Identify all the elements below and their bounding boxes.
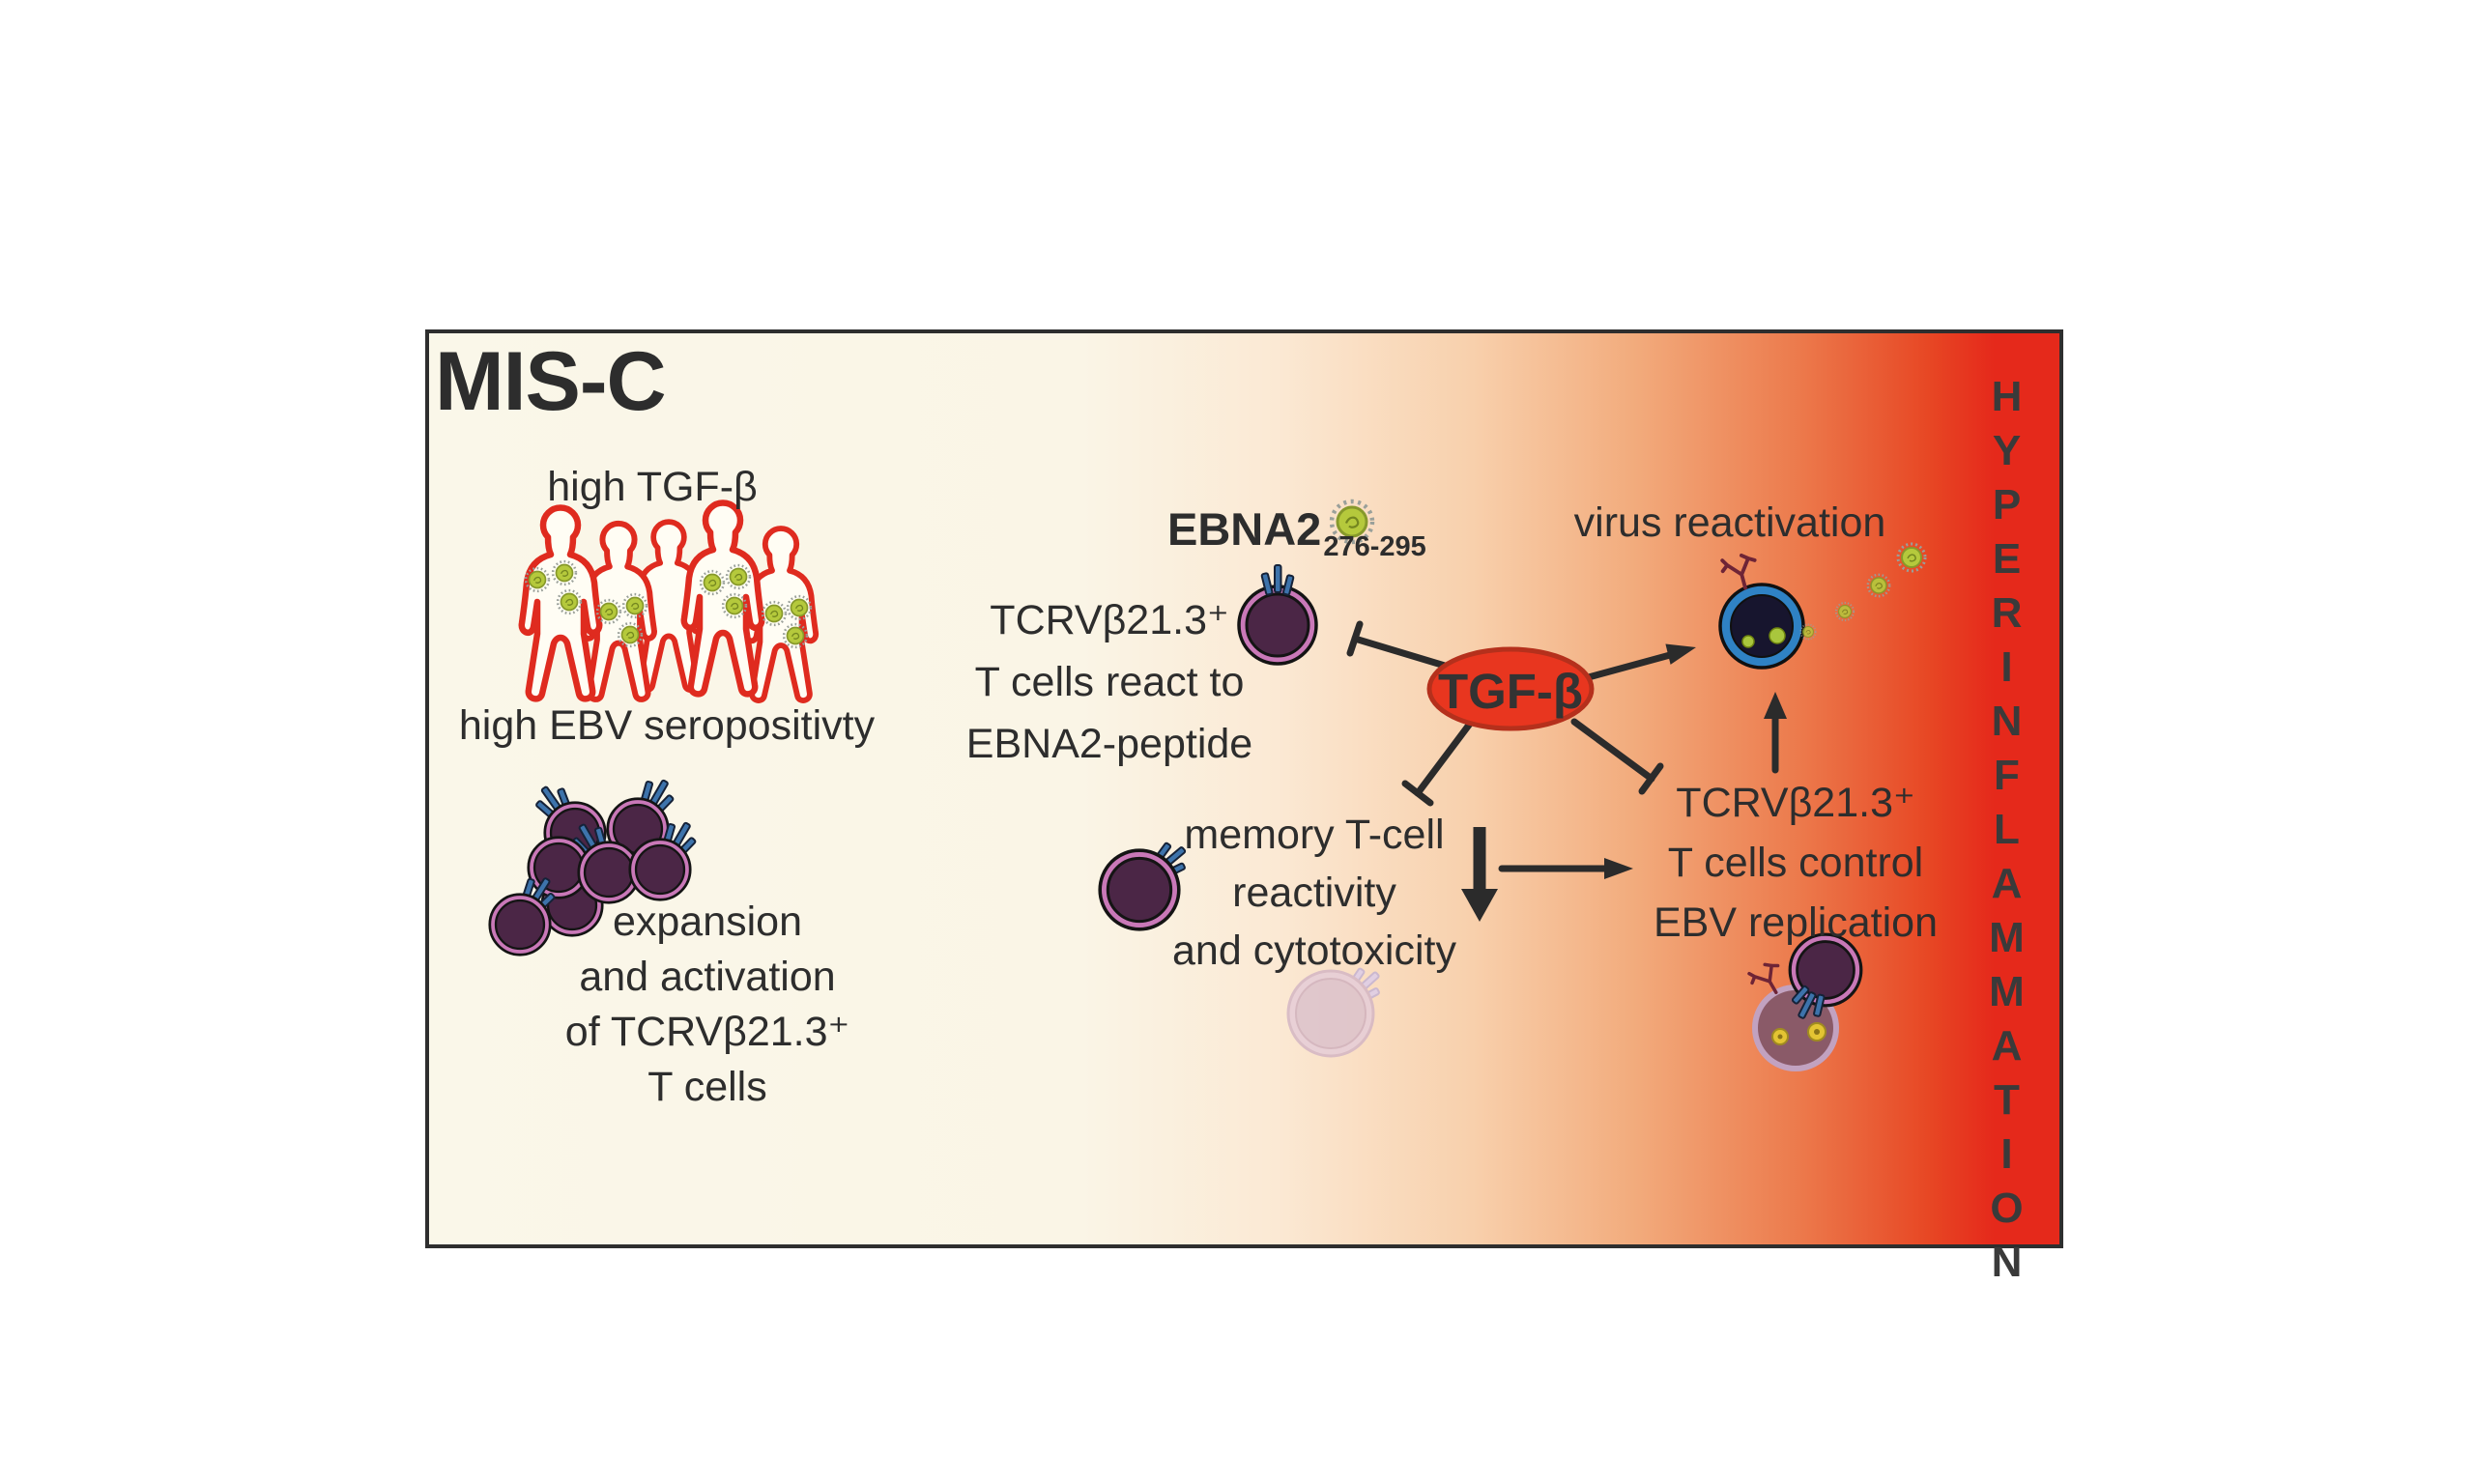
- label-expansion-block: expansion and activation of TCRVβ21.3⁺ T…: [543, 895, 872, 1115]
- label-expansion-line: expansion: [612, 899, 803, 945]
- down-arrow-icon: [1461, 827, 1498, 922]
- t-cell-icon: [488, 893, 552, 956]
- activation-arrow-icon: [1581, 643, 1696, 682]
- label-memory-line: memory T-cell: [1184, 812, 1445, 858]
- inhibition-bar-icon: [1346, 620, 1449, 670]
- tgf-beta-effects: [1346, 620, 1696, 807]
- virus-trail: [1799, 542, 1927, 641]
- t-cell-killing-scene: [1745, 932, 1863, 1071]
- page-title: MIS-C: [435, 335, 667, 428]
- label-expansion-line: of TCRVβ21.3⁺: [564, 1009, 850, 1055]
- label-memory-block: memory T-cell reactivity and cytotoxicit…: [1148, 806, 1481, 980]
- label-react-block: TCRVβ21.3⁺ T cells react to EBNA2-peptid…: [935, 589, 1283, 775]
- t-cell-icon: [628, 838, 692, 901]
- label-high-tgf: high TGF-β: [547, 464, 758, 510]
- label-memory-line: and cytotoxicity: [1172, 928, 1456, 974]
- right-arrow-icon: [1498, 858, 1633, 879]
- label-react-line: T cells react to: [974, 659, 1245, 705]
- up-arrow-icon: [1764, 692, 1787, 774]
- label-expansion-line: and activation: [579, 954, 836, 1000]
- label-ebna2: EBNA2 276-295: [1167, 506, 1426, 561]
- virus-reactivation-cell-icon: [1718, 583, 1805, 670]
- label-control-block: TCRVβ21.3⁺ T cells control EBV replicati…: [1629, 773, 1962, 953]
- label-control-line: EBV replication: [1654, 899, 1938, 946]
- label-control-line: T cells control: [1667, 840, 1924, 886]
- inhibition-bar-icon: [1570, 718, 1664, 795]
- label-react-line: EBNA2-peptide: [965, 721, 1253, 767]
- diagram-panel: [425, 329, 2063, 1248]
- faded-t-cell-icon: [1286, 967, 1380, 1058]
- label-high-ebv: high EBV seropositivty: [458, 702, 876, 749]
- people-crowd: [522, 503, 816, 700]
- label-expansion-line: T cells: [647, 1064, 767, 1110]
- inhibition-bar-icon: [1401, 720, 1474, 807]
- label-virus-reactivation: virus reactivation: [1573, 499, 1886, 546]
- label-ebna2-range: 276-295: [1323, 531, 1426, 562]
- tgf-beta-ellipse: [1426, 646, 1595, 731]
- label-react-line: TCRVβ21.3⁺: [990, 597, 1229, 643]
- virus-reactivation-cell: [1717, 542, 1927, 670]
- person-icon: [684, 503, 762, 695]
- label-tgf-beta: TGF-β: [1437, 664, 1584, 719]
- label-hyperinflammation: HYPERINFLAMMATION: [1983, 373, 2030, 1293]
- label-memory-line: reactivity: [1232, 870, 1396, 916]
- label-control-line: TCRVβ21.3⁺: [1676, 780, 1915, 826]
- label-ebna2-name: EBNA2: [1167, 503, 1322, 555]
